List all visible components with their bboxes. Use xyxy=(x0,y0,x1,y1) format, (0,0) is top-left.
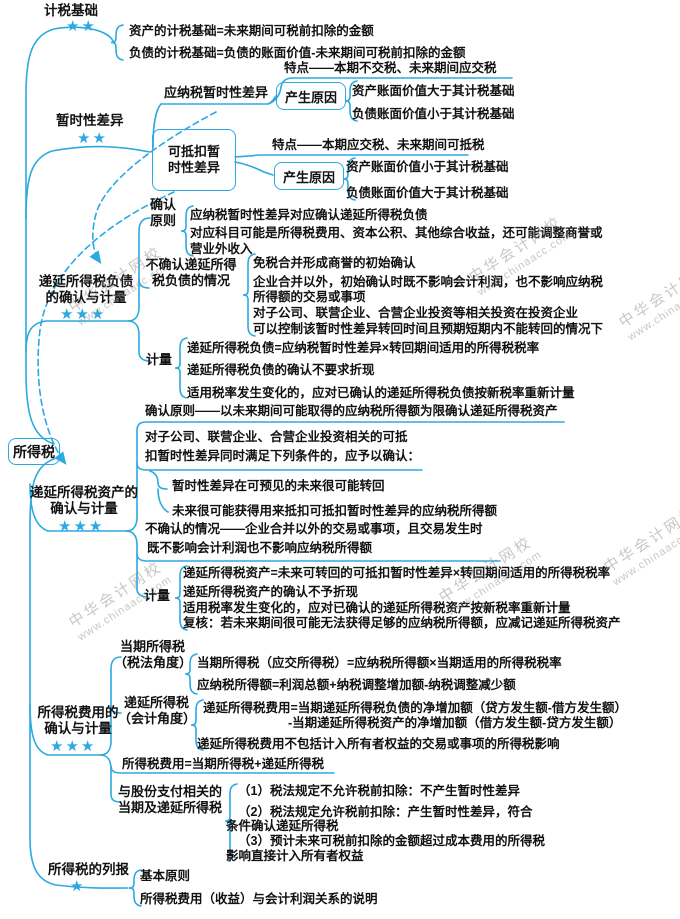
dtl-no-recognition-line: 免税合并形成商誉的初始确认 xyxy=(253,256,416,270)
dtl-no-recognition-line: 所得额的交易或事项 xyxy=(253,290,366,304)
dta-investment-line: 扣暂时性差异同时满足下列条件的，应予以确认： xyxy=(145,449,421,463)
presentation-item: 所得税费用（收益）与会计利润关系的说明 xyxy=(140,892,378,906)
deductible-temp-diff-label: 可抵扣暂时性差异 xyxy=(167,144,220,175)
dtl-measurement-label: 计量 xyxy=(146,352,173,367)
dta-no-recognition-line: 不确认的情况——企业合并以外的交易或事项，且交易发生时 xyxy=(145,522,483,536)
dtl-principle-line: 营业外收入 xyxy=(190,242,253,256)
branch-tax-basis-label: 计税基础 xyxy=(44,3,98,18)
importance-stars: ★★ xyxy=(77,130,108,147)
dta-measurement-line: 适用税率发生变化的，应对已确认的递延所得税资产按新税率重新计量 xyxy=(183,601,571,615)
dtl-no-recognition-line: 对子公司、联营企业、合营企业投资等相关投资在投资企业 xyxy=(253,306,579,320)
liability-tax-basis-formula: 负债的计税基础=负债的账面价值-未来期间可税前扣除的金额 xyxy=(129,46,466,60)
dashed-arrow-to-dtl xyxy=(89,111,217,264)
tax-expense-formula: 所得税费用=当期所得税+递延所得税 xyxy=(122,757,325,771)
dtl-no-recognition-line: 企业合并以外，初始确认时既不影响会计利润，也不影响应纳税 xyxy=(253,275,604,289)
deferred-tax-exclusion: 递延所得税费用不包括计入所有者权益的交易或事项的所得税影响 xyxy=(197,737,560,751)
deferred-tax-expense-formula: -当期递延所得税资产的净增加额（借方发生额-贷方发生额） xyxy=(288,716,622,730)
dta-measurement-label: 计量 xyxy=(144,588,171,603)
dtl-no-recognition-line: 可以控制该暂时性差异转回时间且预期短期内不能转回的情况下 xyxy=(253,322,604,336)
deductible-temp-diff-box: 可抵扣暂时性差异 xyxy=(152,129,236,191)
dtl-no-recognition-label: 不确认递延所得税负债的情况 xyxy=(145,257,237,288)
dta-no-recognition-line: 既不影响会计利润也不影响应纳税所得额 xyxy=(147,541,373,555)
share-payment-rule: 影响直接计入所有者权益 xyxy=(226,849,364,863)
importance-stars: ★ xyxy=(70,878,86,895)
dta-investment-line: 对子公司、联营企业、合营企业投资相关的可抵 xyxy=(145,430,408,444)
dtl-principle-line: 应纳税暂时性差异对应确认递延所得税负债 xyxy=(190,208,428,222)
taxable-temp-diff-label: 应纳税暂时性差异 xyxy=(164,85,269,100)
cause-label-box: 产生原因 xyxy=(274,162,344,190)
branch-tax-expense-label: 所得税费用的确认与计量 xyxy=(37,705,119,736)
dta-recognition-principle: 确认原则——以未来期间可能取得的应纳税所得额为限确认递延所得税资产 xyxy=(145,404,558,418)
dta-measurement-line: 递延所得税资产=未来可转回的可抵扣暂时性差异×转回期间适用的所得税税率 xyxy=(183,566,611,580)
deferred-tax-expense-formula: 递延所得税费用=当期递延所得税负债的净增加额（贷方发生额-借方发生额） xyxy=(203,701,627,715)
dtl-principle-line: 对应科目可能是所得税费用、资本公积、其他综合收益，还可能调整商誉或 xyxy=(190,226,603,240)
cause-label-box: 产生原因 xyxy=(276,82,346,110)
branch-temporary-differences-label: 暂时性差异 xyxy=(56,113,124,128)
branch-dtl-label: 递延所得税负债的确认与计量 xyxy=(38,274,134,305)
dtl-recognition-principle-label: 确认原则 xyxy=(149,197,176,228)
share-payment-label: 与股份支付相关的 xyxy=(118,784,223,799)
share-payment-rule: （1）税法规定不允许税前扣除：不产生暂时性差异 xyxy=(238,784,520,798)
deductible-cause-asset: 资产账面价值小于其计税基础 xyxy=(346,160,509,174)
taxable-income-formula: 应纳税所得额=利润总额+纳税调整增加额-纳税调整减少额 xyxy=(197,678,516,692)
branch-presentation-label: 所得税的列报 xyxy=(48,862,129,877)
taxable-cause-asset: 资产账面价值大于其计税基础 xyxy=(352,84,515,98)
dtl-measurement-line: 递延所得税负债的确认不要求折现 xyxy=(187,363,375,377)
deductible-temp-diff-feature: 特点——本期应交税、未来期间可抵税 xyxy=(272,138,485,152)
presentation-item: 基本原则 xyxy=(140,869,191,883)
current-tax-label: 当期所得税 xyxy=(120,639,186,654)
deferred-tax-label: 递延所得税 xyxy=(124,695,190,710)
importance-stars: ★★★ xyxy=(58,518,105,535)
current-tax-label: （税法角度） xyxy=(114,655,193,670)
share-payment-rule: （2）税法规定允许税前扣除：产生暂时性差异，符合 xyxy=(238,805,533,819)
dashed-arrow-to-dta xyxy=(37,191,175,465)
asset-tax-basis-formula: 资产的计税基础=未来期间可税前扣除的金额 xyxy=(129,24,374,38)
taxable-temp-diff-feature: 特点——本期不交税、未来期间应交税 xyxy=(284,61,497,75)
deductible-cause-liability: 负债账面价值大于其计税基础 xyxy=(346,186,509,200)
current-tax-formula: 当期所得税（应交所得税）=应纳税所得额×当期适用的所得税税率 xyxy=(197,656,562,670)
importance-stars: ★★★ xyxy=(50,738,97,755)
taxable-cause-liability: 负债账面价值小于其计税基础 xyxy=(352,107,515,121)
share-payment-label: 当期及递延所得税 xyxy=(118,800,223,815)
dta-measurement-line: 复核：若未来期间很可能无法获得足够的应纳税所得额，应减记递延所得税资产 xyxy=(183,616,621,630)
importance-stars: ★★★ xyxy=(60,306,107,323)
branch-dta-label: 递延所得税资产的确认与计量 xyxy=(30,485,138,516)
dta-condition: 未来很可能获得用来抵扣可抵扣暂时性差异的应纳税所得额 xyxy=(172,504,498,518)
importance-stars: ★★ xyxy=(66,18,97,35)
root-node-income-tax: 所得税 xyxy=(8,438,60,465)
dta-condition: 暂时性差异在可预见的未来很可能转回 xyxy=(172,479,385,493)
share-payment-rule: （3）预计未来可税前扣除的金额超过成本费用的所得税 xyxy=(238,834,545,848)
dtl-measurement-line: 适用税率发生变化的，应对已确认的递延所得税负债按新税率重新计量 xyxy=(187,386,575,400)
deferred-tax-label: （会计角度） xyxy=(118,711,197,726)
share-payment-rule: 条件确认递延所得税 xyxy=(226,819,339,833)
dtl-measurement-line: 递延所得税负债=应纳税暂时性差异×转回期间适用的所得税税率 xyxy=(187,341,540,355)
dta-measurement-line: 递延所得税资产的确认不予折现 xyxy=(183,585,359,599)
